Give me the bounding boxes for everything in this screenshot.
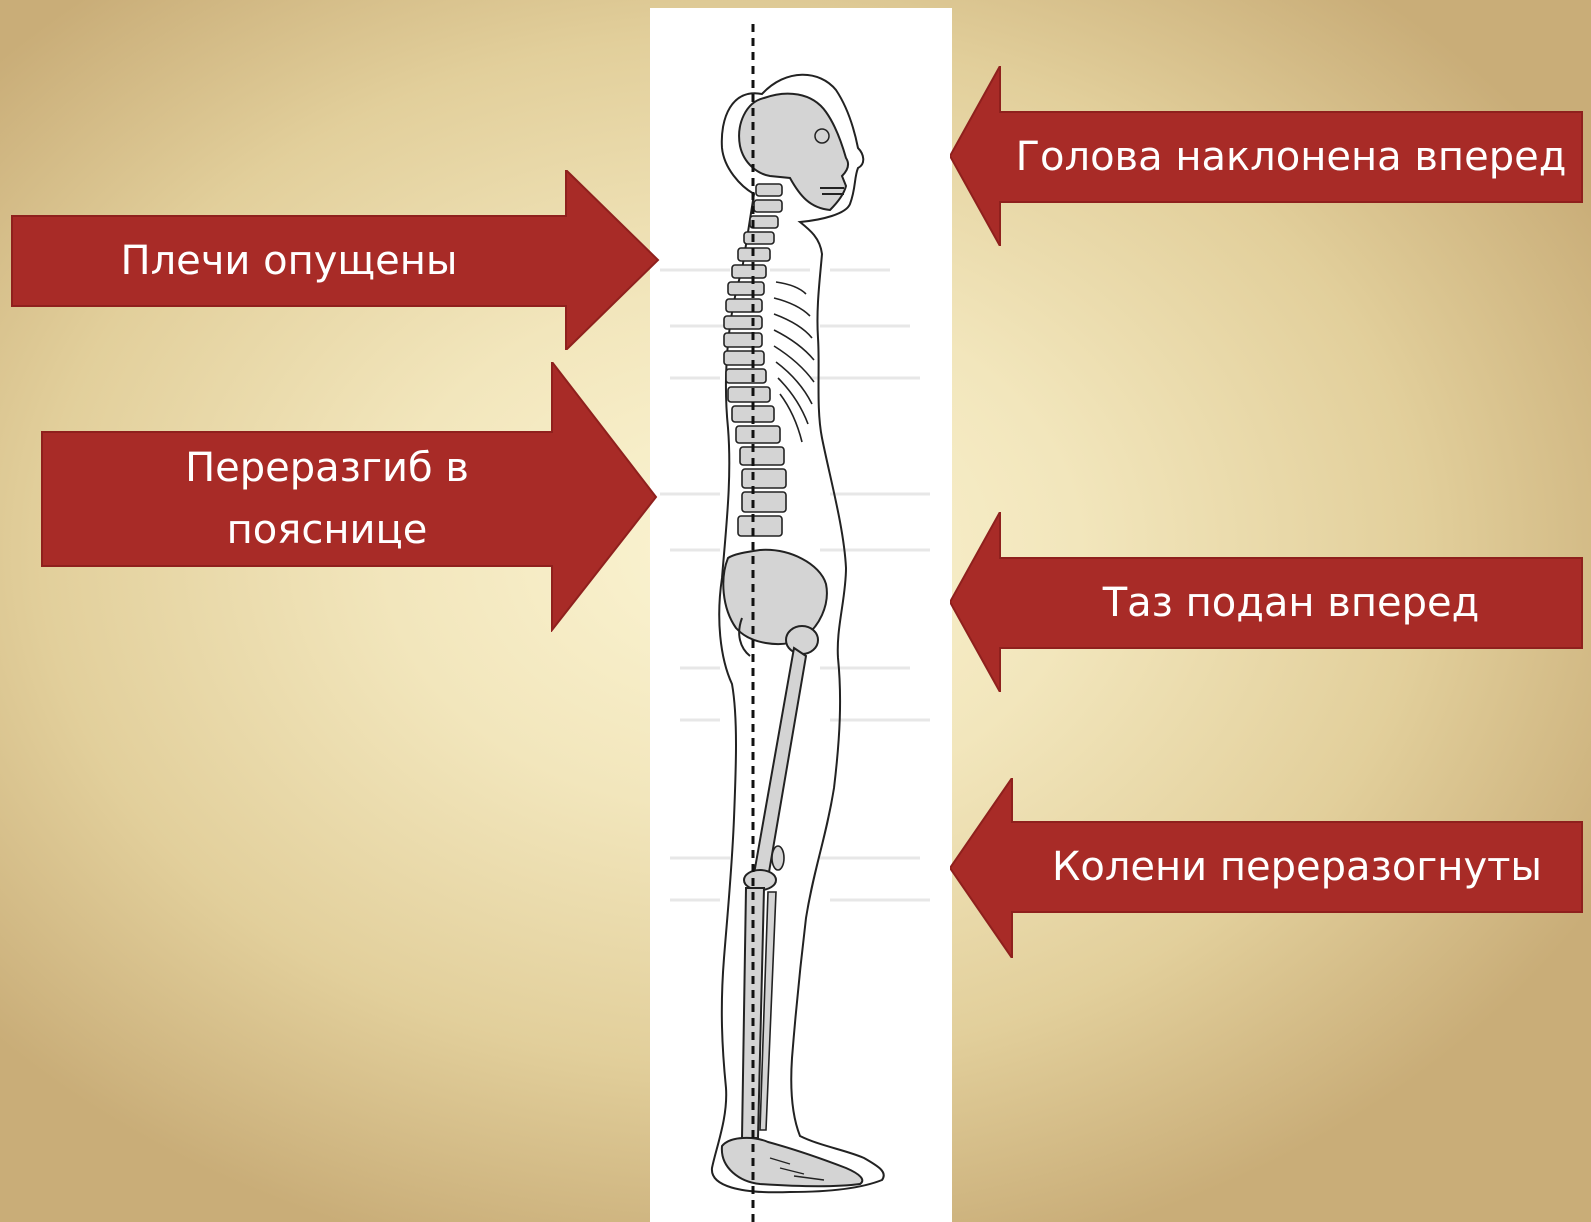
label-knees-hyperextended: Колени переразогнуты (1012, 822, 1582, 912)
skeleton-side-view-icon (650, 8, 952, 1222)
label-head-forward: Голова наклонена вперед (1000, 112, 1582, 202)
arrow-pelvis-forward: Таз подан вперед (950, 512, 1584, 692)
label-pelvis-forward: Таз подан вперед (1000, 558, 1582, 648)
arrow-lumbar-hyperextension: Переразгиб в пояснице (40, 362, 660, 632)
arrow-knees-hyperextended: Колени переразогнуты (950, 778, 1584, 958)
posture-illustration (650, 8, 952, 1222)
label-lumbar-hyperextension: Переразгиб в пояснице (42, 432, 612, 566)
label-shoulders-dropped: Плечи опущены (12, 216, 566, 306)
arrow-head-forward: Голова наклонена вперед (950, 66, 1584, 246)
arrow-shoulders-dropped: Плечи опущены (10, 170, 660, 350)
